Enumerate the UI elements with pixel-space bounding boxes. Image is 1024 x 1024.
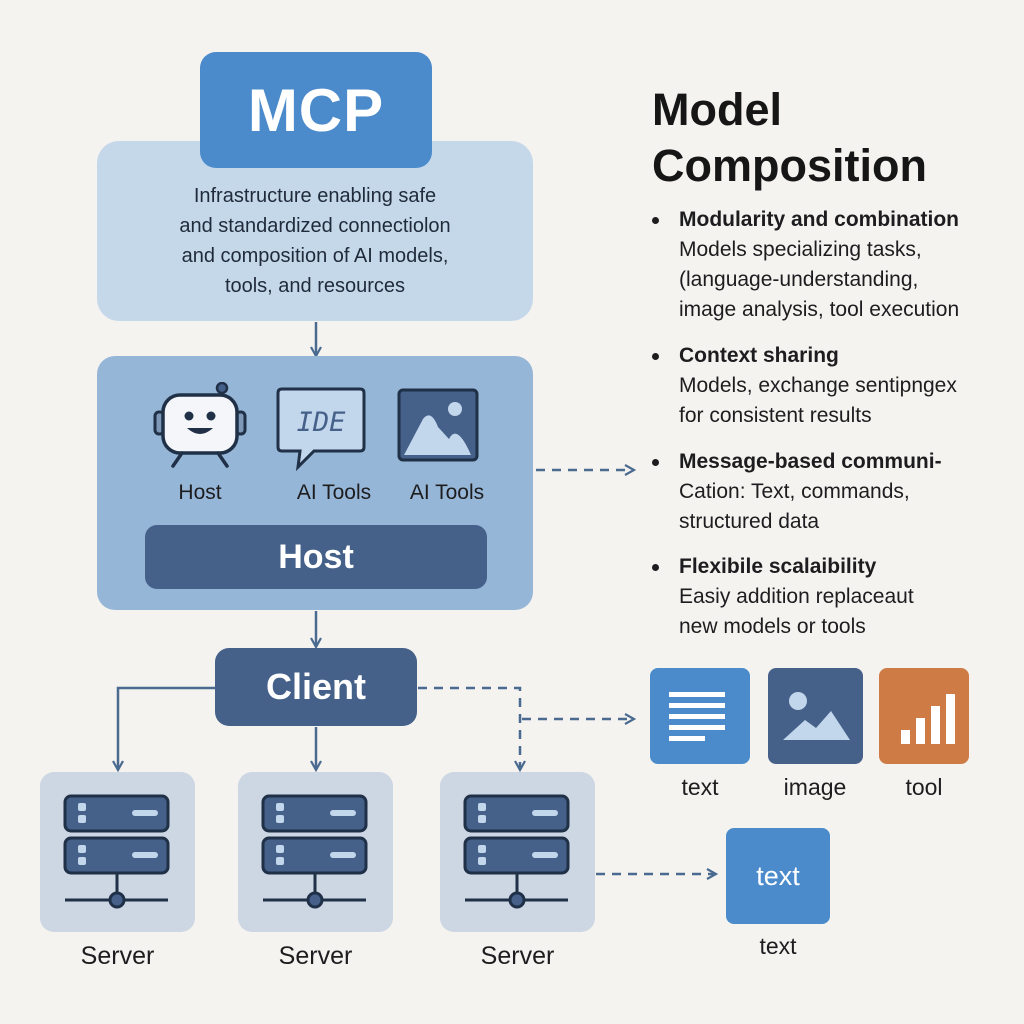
- host-icon-label: Host: [178, 481, 222, 504]
- ai-tools-image-label: AI Tools: [409, 481, 485, 504]
- bullet-line: image analysis, tool execution: [679, 298, 960, 321]
- bullet-line: Models, exchange sentipngex: [679, 374, 957, 397]
- server-icon: [63, 794, 170, 909]
- bullet-line: Cation: Text, commands,: [679, 480, 910, 503]
- tool-tile[interactable]: [879, 668, 969, 764]
- bullet-dot: [652, 564, 659, 571]
- text-tile[interactable]: [650, 668, 750, 764]
- bullet-heading: Context sharing: [679, 344, 839, 367]
- image-icon: [395, 387, 491, 473]
- host-bar-label: Host: [278, 537, 354, 576]
- ai-tools-ide-label: AI Tools: [296, 481, 372, 504]
- bullet-line: (language-understanding,: [679, 268, 919, 291]
- bullet-context-sharing: Context sharing Models, exchange sentipn…: [652, 341, 1017, 431]
- bullet-modularity: Modularity and combination Models specia…: [652, 205, 1017, 325]
- arrow-client-to-server-1: [118, 686, 215, 770]
- bullet-line: structured data: [679, 510, 820, 533]
- server-label: Server: [480, 942, 555, 970]
- bullet-line: Models specializing tasks,: [679, 238, 922, 261]
- server-text-tile-text: text: [756, 860, 800, 891]
- mcp-description-line: and standardized connectiolon: [179, 215, 451, 237]
- mcp-description-line: tools, and resources: [224, 275, 406, 297]
- mcp-description-panel: [97, 141, 533, 321]
- title-line: Model: [652, 84, 782, 135]
- client-box[interactable]: Client: [215, 648, 417, 726]
- client-label: Client: [265, 666, 366, 707]
- ide-chat-icon: IDE: [274, 385, 370, 472]
- image-tile-label: image: [783, 774, 847, 800]
- bullet-line: new models or tools: [679, 615, 866, 638]
- dashed-arrow-client-to-server-3: [418, 686, 520, 770]
- bullet-dot: [652, 353, 659, 360]
- server-card-3[interactable]: [440, 772, 595, 932]
- bullet-heading: Modularity and combination: [679, 208, 960, 231]
- ide-icon-text: IDE: [297, 407, 347, 438]
- server-icon: [463, 794, 570, 909]
- text-tile-label: text: [681, 774, 719, 800]
- bar-chart-icon: [901, 694, 955, 744]
- bullet-dot: [652, 217, 659, 224]
- bullet-heading: Flexibile scalaibility: [679, 555, 877, 578]
- bullet-dot: [652, 459, 659, 466]
- image-icon: [783, 692, 850, 740]
- server-text-tile[interactable]: text: [726, 828, 830, 924]
- mcp-title: MCP: [247, 76, 385, 144]
- host-bar[interactable]: Host: [145, 525, 487, 589]
- mcp-title-box: MCP: [200, 52, 432, 168]
- tool-tile-label: tool: [905, 774, 943, 800]
- mcp-description-line: and composition of AI models,: [181, 245, 449, 267]
- bullet-message-based: Message-based communi- Cation: Text, com…: [652, 447, 1017, 537]
- image-tile[interactable]: [768, 668, 863, 764]
- server-card-2[interactable]: [238, 772, 393, 932]
- mcp-description: Infrastructure enabling safe and standar…: [97, 181, 533, 301]
- robot-icon: [152, 381, 248, 468]
- model-composition-title: Model Composition: [652, 82, 927, 194]
- server-text-tile-label: text: [759, 933, 797, 959]
- bullet-line: for consistent results: [679, 404, 872, 427]
- bullet-scalability: Flexibile scalaibility Easiy addition re…: [652, 552, 1017, 642]
- server-card-1[interactable]: [40, 772, 195, 932]
- title-line: Composition: [652, 140, 927, 191]
- bullet-heading: Message-based communi-: [679, 450, 942, 473]
- text-lines-icon: [669, 692, 725, 741]
- mcp-description-line: Infrastructure enabling safe: [193, 185, 437, 207]
- bullet-line: Easiy addition replaceaut: [679, 585, 914, 608]
- server-label: Server: [80, 942, 155, 970]
- server-icon: [261, 794, 368, 909]
- server-label: Server: [278, 942, 353, 970]
